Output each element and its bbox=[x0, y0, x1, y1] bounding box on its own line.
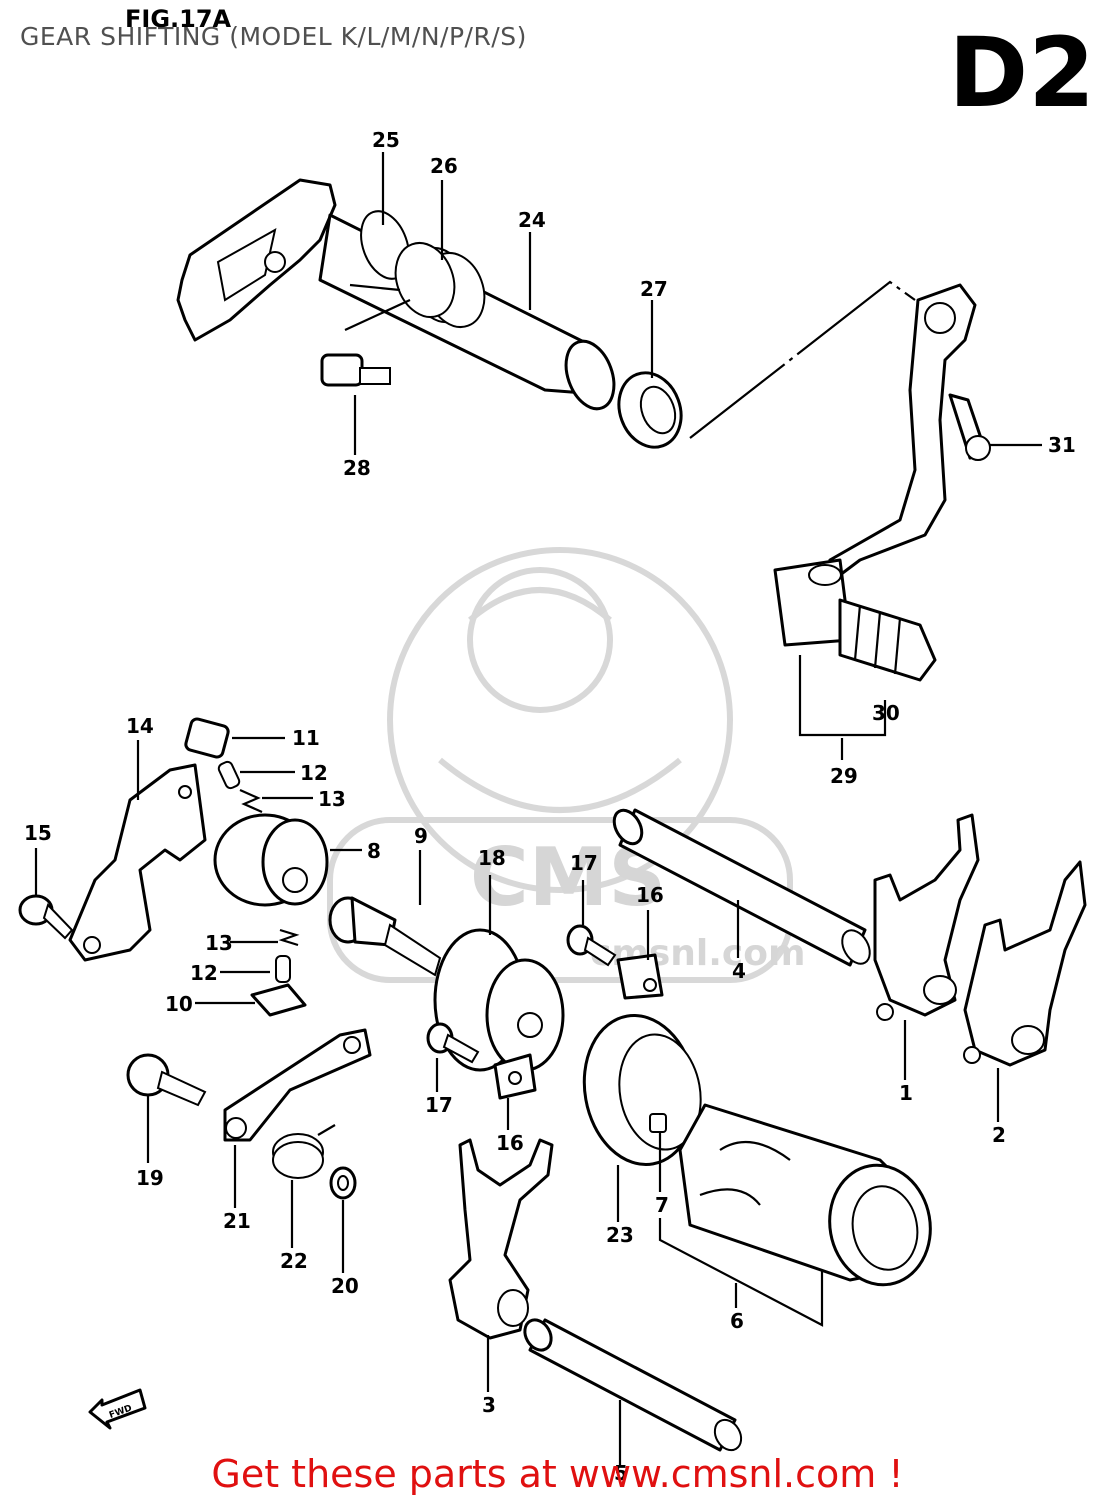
oil-seal-part-27 bbox=[617, 371, 683, 449]
callout-24: 24 bbox=[518, 208, 546, 232]
leader-lines bbox=[34, 152, 1042, 1465]
pin-part-12-top bbox=[217, 760, 241, 790]
washer-part-16-top bbox=[616, 953, 664, 1000]
callout-21: 21 bbox=[223, 1209, 251, 1233]
shift-fork-part-3 bbox=[448, 1138, 554, 1340]
callout-9: 9 bbox=[414, 824, 428, 848]
callout-16-bottom: 16 bbox=[496, 1131, 524, 1155]
callout-12-top: 12 bbox=[300, 761, 328, 785]
callout-12-bottom: 12 bbox=[190, 961, 218, 985]
cam-stopper-part-21 bbox=[223, 1028, 372, 1142]
screw-part-15 bbox=[18, 894, 74, 940]
cam-driven-gear-part-8 bbox=[213, 813, 329, 907]
shift-fork-part-1 bbox=[873, 813, 980, 1021]
callout-4: 4 bbox=[732, 959, 746, 983]
callout-2: 2 bbox=[992, 1123, 1006, 1147]
callout-3: 3 bbox=[482, 1393, 496, 1417]
callout-27: 27 bbox=[640, 277, 668, 301]
screw-part-17-bottom bbox=[426, 1022, 480, 1064]
callout-13-top: 13 bbox=[318, 787, 346, 811]
callout-15: 15 bbox=[24, 821, 52, 845]
callout-18: 18 bbox=[478, 846, 506, 870]
callout-17-top: 17 bbox=[570, 851, 598, 875]
callout-25: 25 bbox=[372, 128, 400, 152]
figure-label: FIG.17A bbox=[125, 5, 232, 33]
bolt-part-19 bbox=[126, 1053, 207, 1107]
spring-part-13-top bbox=[239, 788, 263, 814]
lever-bolt-part-31 bbox=[948, 393, 991, 461]
gear-shift-cam-part-6 bbox=[678, 1103, 932, 1287]
callout-28: 28 bbox=[343, 456, 371, 480]
pawl-part-10 bbox=[250, 983, 307, 1017]
callout-8: 8 bbox=[367, 839, 381, 863]
callout-11: 11 bbox=[292, 726, 320, 750]
callout-29: 29 bbox=[830, 764, 858, 788]
callout-17-bottom: 17 bbox=[425, 1093, 453, 1117]
callout-19: 19 bbox=[136, 1166, 164, 1190]
callout-20: 20 bbox=[331, 1274, 359, 1298]
shift-fork-part-2 bbox=[963, 860, 1087, 1067]
callout-16-top: 16 bbox=[636, 883, 664, 907]
pin-part-7 bbox=[649, 1113, 667, 1133]
front-direction-arrow-icon: FWD bbox=[88, 1388, 147, 1430]
pawl-part-11 bbox=[184, 717, 230, 759]
callout-7: 7 bbox=[655, 1193, 669, 1217]
callout-10: 10 bbox=[165, 992, 193, 1016]
page-code: D2 bbox=[948, 17, 1095, 129]
cam-guide-bolt-part-9 bbox=[328, 896, 442, 977]
gearshift-shaft-part-24 bbox=[176, 178, 616, 411]
callout-5: 5 bbox=[614, 1461, 628, 1485]
bearing-part-23 bbox=[582, 1014, 702, 1166]
lever-rubber-part-30 bbox=[838, 598, 937, 682]
washer-part-16-bottom bbox=[493, 1053, 537, 1100]
cam-stopper-plate-part-14 bbox=[68, 763, 207, 962]
spring-part-22 bbox=[272, 1124, 336, 1179]
callout-23: 23 bbox=[606, 1223, 634, 1247]
callout-6: 6 bbox=[730, 1309, 744, 1333]
pin-part-12-bottom bbox=[275, 955, 291, 983]
screw-part-17-top bbox=[566, 924, 617, 967]
gearshift-lever-part-29 bbox=[773, 283, 977, 647]
spring-part-13-bottom bbox=[278, 928, 300, 947]
callout-22: 22 bbox=[280, 1249, 308, 1273]
watermark-logo: CMS cmsnl.com bbox=[327, 547, 806, 983]
diagram-title: GEAR SHIFTING (MODEL K/L/M/N/P/R/S) bbox=[20, 22, 527, 51]
callout-14: 14 bbox=[126, 714, 154, 738]
fork-shaft-part-4 bbox=[612, 808, 871, 967]
callout-26: 26 bbox=[430, 154, 458, 178]
washer-part-20 bbox=[329, 1166, 357, 1200]
callout-13-bottom: 13 bbox=[205, 931, 233, 955]
callout-numbers: 25 26 24 27 28 31 30 29 11 12 13 8 14 15… bbox=[24, 128, 1076, 1485]
fork-shaft-part-5 bbox=[523, 1318, 743, 1452]
callout-1: 1 bbox=[899, 1081, 913, 1105]
get-parts-link[interactable]: Get these parts at www.cmsnl.com ! bbox=[211, 1452, 904, 1496]
callout-31: 31 bbox=[1048, 433, 1076, 457]
gear-shift-cam-guide-part-18 bbox=[433, 928, 565, 1072]
callout-30: 30 bbox=[872, 701, 900, 725]
stopper-bolt-part-28 bbox=[320, 353, 391, 387]
